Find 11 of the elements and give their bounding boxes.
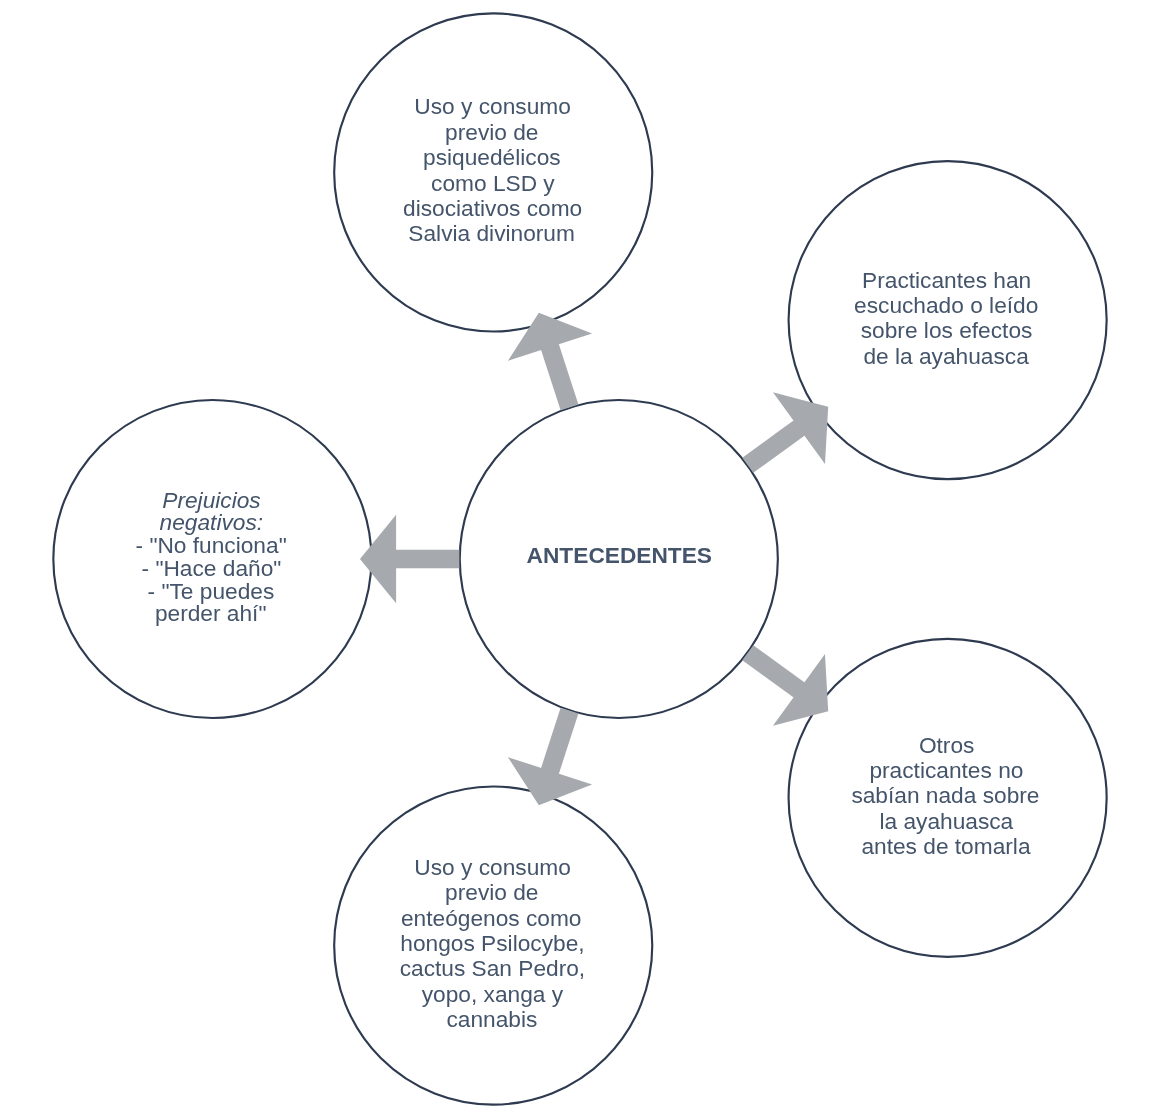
arrow	[742, 645, 829, 726]
arrow	[507, 707, 593, 806]
node-circle: ANTECEDENTES	[458, 398, 779, 720]
node-circle: Uso y consumo previo de psiquedélicos como LSD y disociativos como Salvia divinorum	[333, 12, 654, 333]
node-circle: Practicantes han escuchado o leído sobre los efectos de la ayahuasca	[787, 160, 1108, 481]
node-circle: Uso y consumo previo de enteógenos como hongos Psilocybe, cactus San Pedro, yopo, xanga y cannabis	[333, 785, 654, 1106]
node-circle: Prejuicios negativos: - "No funciona" - "Hace daño" - "Te puedes perder ahí"	[52, 398, 373, 720]
arrow	[742, 392, 829, 473]
arrow	[359, 514, 460, 604]
node-circle: Otros practicantes no sabían nada sobre la ayahuasca antes de tomarla	[787, 637, 1108, 958]
arrow	[507, 312, 593, 411]
